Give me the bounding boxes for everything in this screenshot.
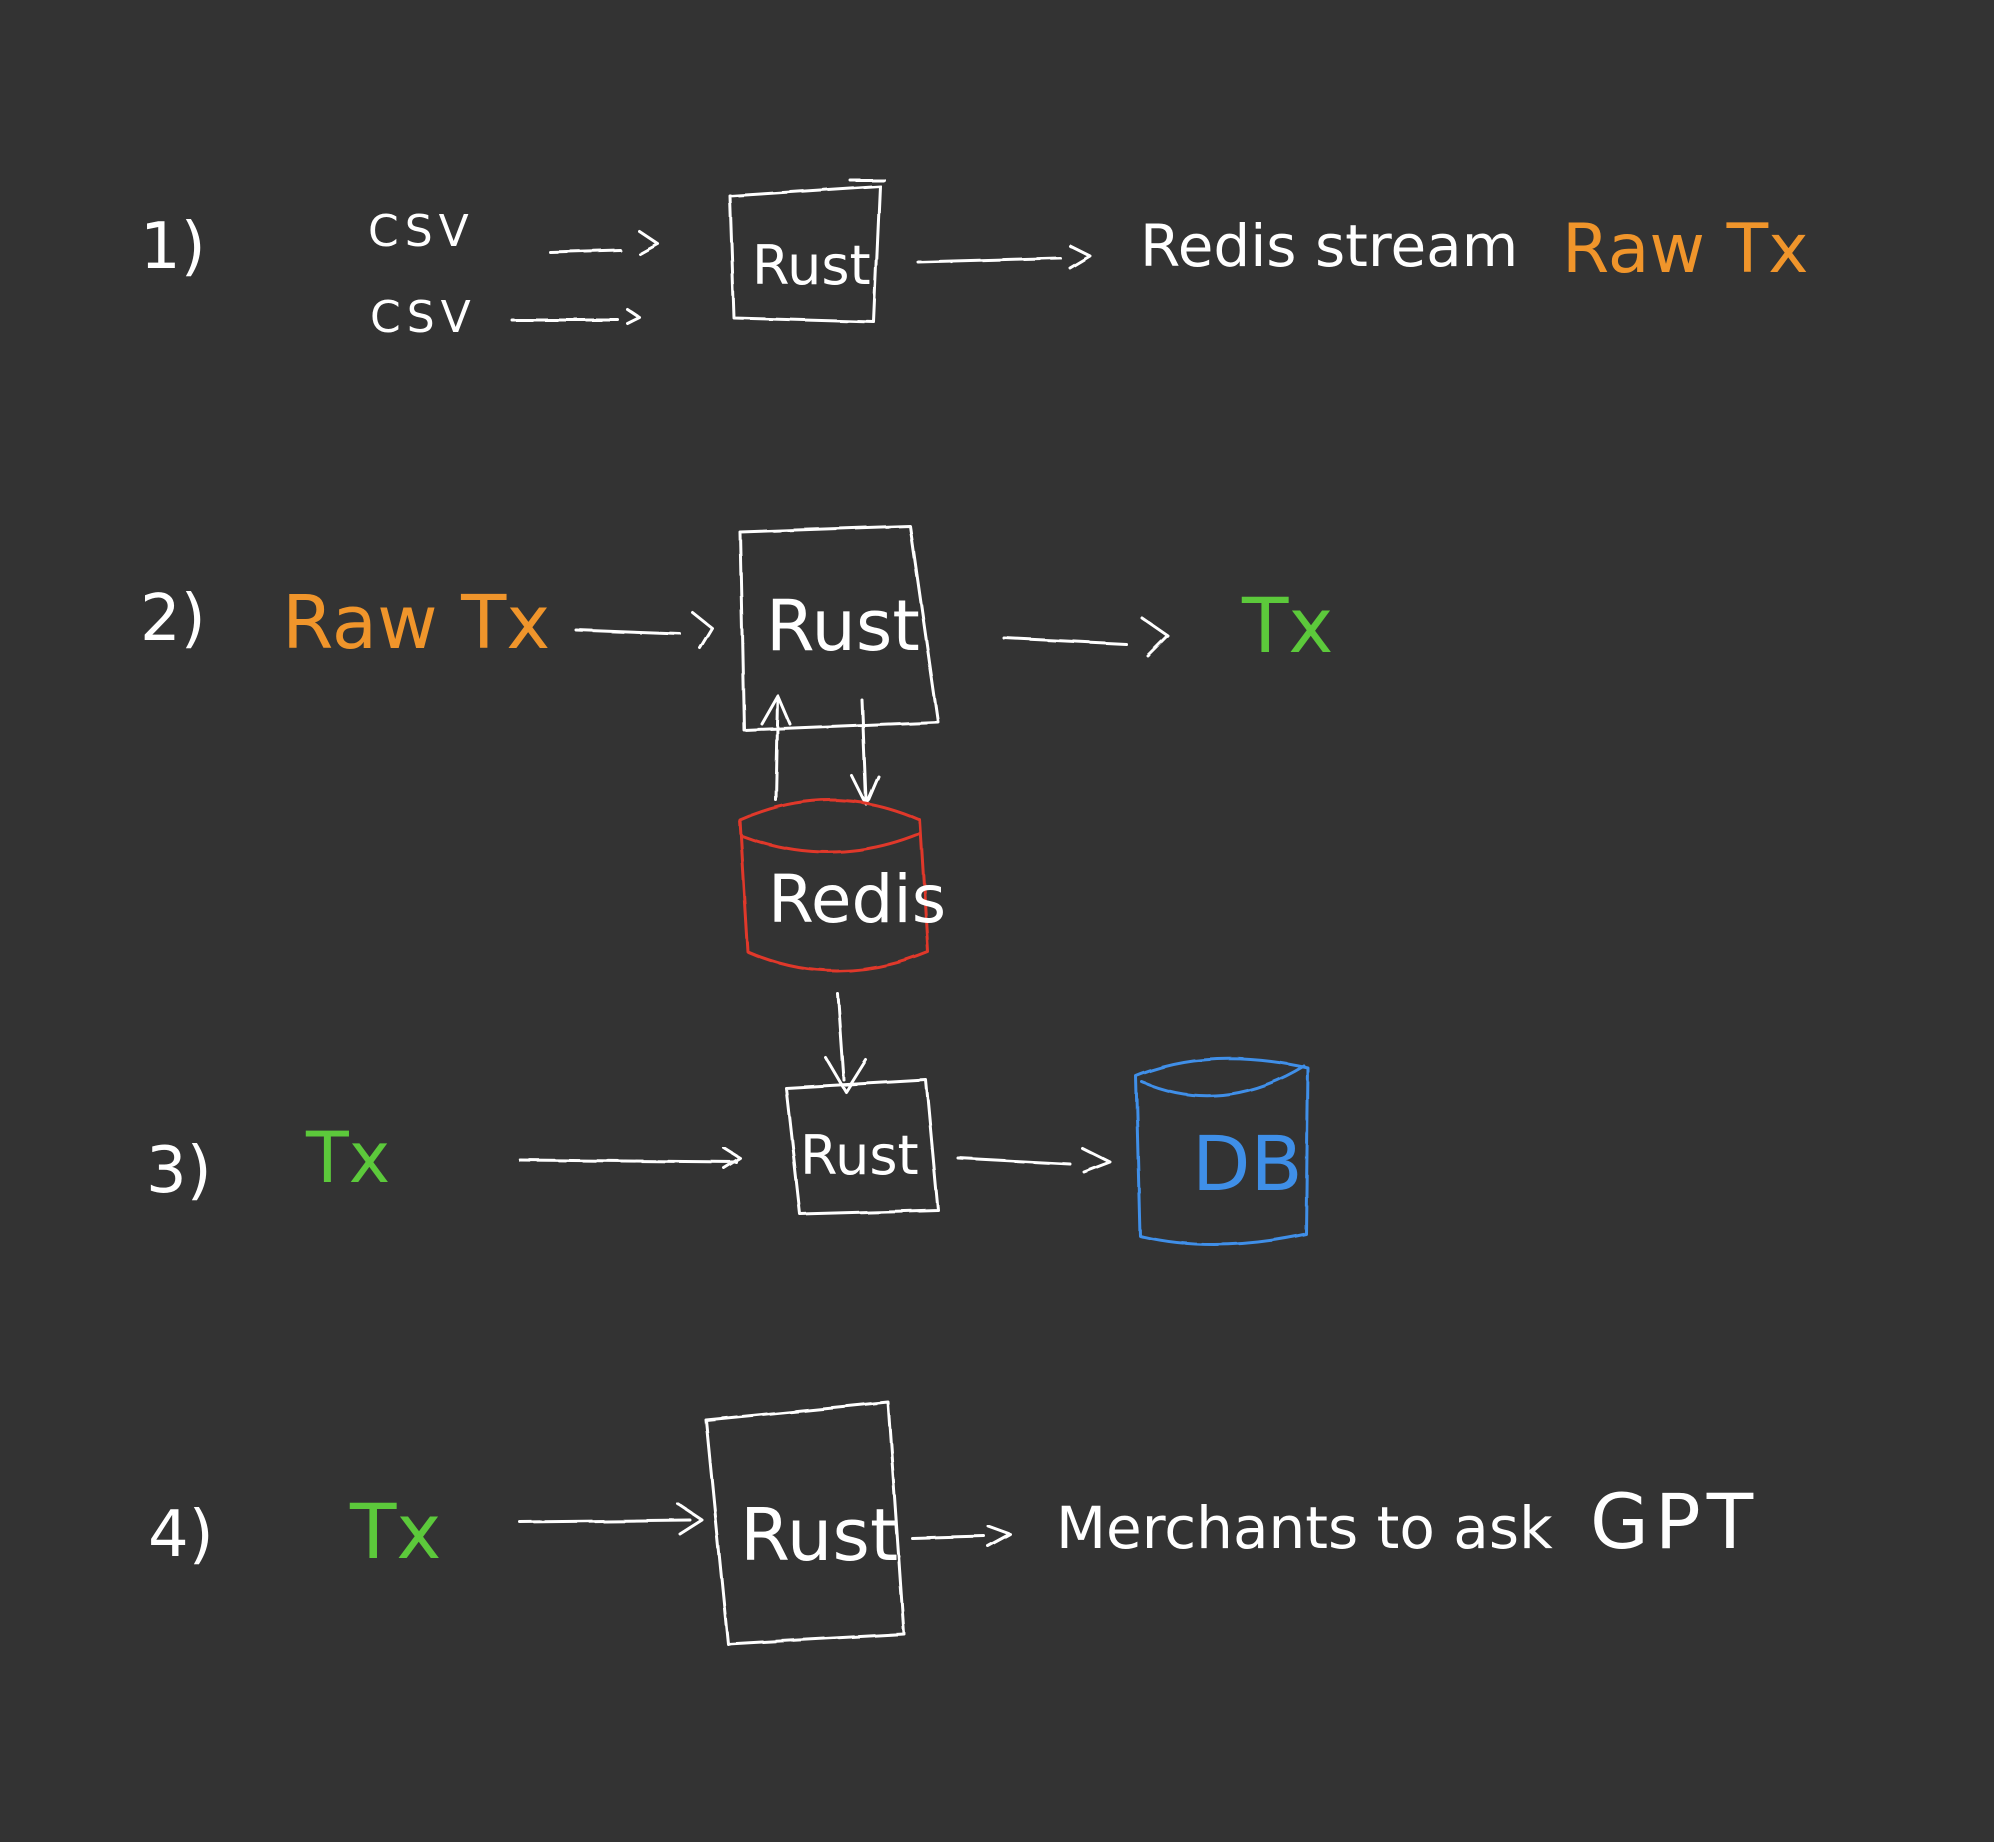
raw-tx-tag-1: Raw Tx bbox=[1562, 210, 1808, 289]
arrow-rust-to-redis bbox=[850, 698, 880, 806]
rust-processor-label-1: Rust bbox=[752, 234, 871, 297]
arrow-redis-to-rust-3 bbox=[824, 992, 868, 1094]
step-4: 4) Tx Rust Merchants to ask GPT bbox=[148, 1400, 1759, 1646]
arrow-rust-to-redis-stream bbox=[916, 244, 1092, 270]
rust-processor-box-2 bbox=[738, 524, 940, 732]
rust-processor-box-1 bbox=[728, 178, 886, 324]
merchants-output-label: Merchants to ask bbox=[1056, 1494, 1553, 1562]
step-1: 1) CSV CSV Rust Redis stream Raw Tx bbox=[140, 178, 1808, 378]
step-3-number: 3) bbox=[146, 1134, 212, 1208]
rust-processor-label-2: Rust bbox=[766, 585, 920, 667]
db-storage-cylinder bbox=[1134, 1057, 1310, 1247]
arrow-rust-to-db bbox=[956, 1146, 1112, 1174]
rust-processor-label-3: Rust bbox=[800, 1124, 919, 1187]
rust-processor-label-4: Rust bbox=[740, 1493, 898, 1577]
tx-input-4: Tx bbox=[349, 1487, 441, 1576]
rust-processor-box-3 bbox=[784, 1078, 940, 1216]
gpt-tag: GPT bbox=[1590, 1477, 1759, 1566]
step-2: 2) Raw Tx Rust Tx Redis bbox=[140, 524, 1333, 1094]
arrow-rawtx-to-rust-2 bbox=[574, 610, 714, 650]
tx-output-2: Tx bbox=[1241, 581, 1333, 670]
step-4-number: 4) bbox=[148, 1498, 214, 1572]
arrow-csv-to-rust-1 bbox=[548, 230, 660, 256]
csv-input-2: CSV bbox=[370, 292, 477, 343]
step-1-number: 1) bbox=[140, 210, 206, 284]
redis-stream-label: Redis stream bbox=[1140, 212, 1518, 280]
arrow-rust-to-merchants bbox=[910, 1524, 1012, 1548]
db-storage-label: DB bbox=[1192, 1119, 1303, 1208]
tx-input-3: Tx bbox=[305, 1117, 390, 1199]
rust-processor-box-4 bbox=[704, 1400, 906, 1646]
right-bracket bbox=[480, 198, 504, 378]
left-bracket bbox=[300, 194, 330, 378]
step-2-number: 2) bbox=[140, 582, 206, 656]
arrow-csv-to-rust-2 bbox=[510, 308, 642, 326]
raw-tx-input-2: Raw Tx bbox=[282, 580, 550, 666]
redis-cache-label: Redis bbox=[768, 861, 946, 938]
arrow-tx-to-rust-3 bbox=[518, 1146, 742, 1170]
step-3: 3) Tx Rust DB bbox=[146, 1057, 1310, 1247]
arrow-tx-to-rust-4 bbox=[518, 1502, 704, 1536]
arrow-redis-to-rust bbox=[760, 694, 792, 802]
redis-cache-cylinder bbox=[738, 798, 930, 973]
csv-input-1: CSV bbox=[368, 206, 475, 257]
arrow-rust-to-tx-2 bbox=[1002, 616, 1170, 658]
